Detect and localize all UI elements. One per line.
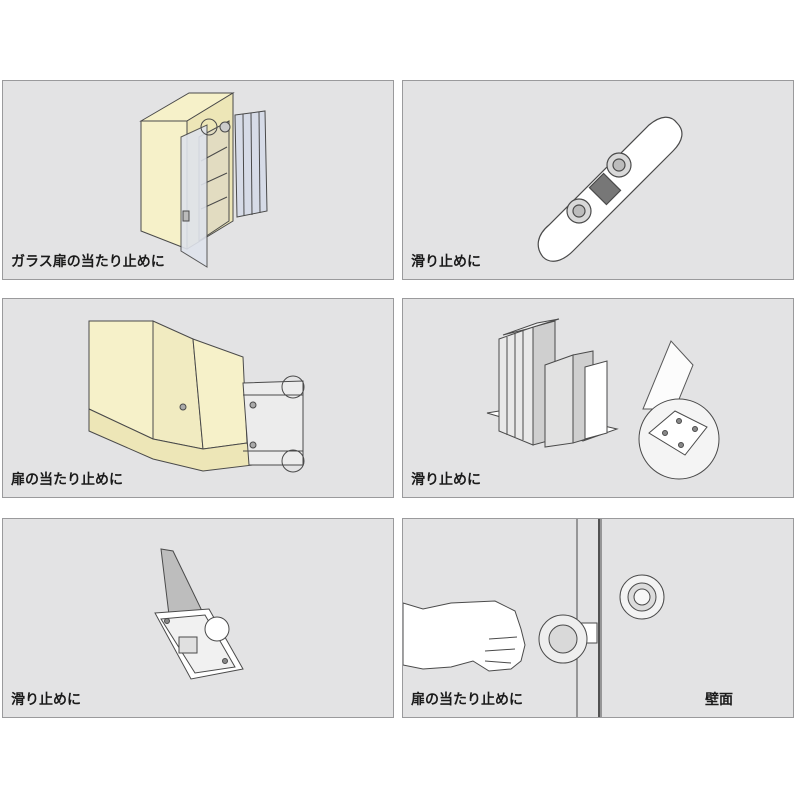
- panel-snowboard: 滑り止めに: [402, 80, 794, 280]
- panel-doorknob: 扉の当たり止めに 壁面: [402, 518, 794, 718]
- panel-bookend: 滑り止めに: [402, 298, 794, 498]
- caption-glass-door: ガラス扉の当たり止めに: [11, 254, 165, 270]
- caption-doorknob: 扉の当たり止めに: [411, 692, 523, 708]
- tilted-bookend-illustration: [154, 548, 244, 680]
- bookend-illustration: [486, 318, 720, 480]
- caption-bookend-base: 滑り止めに: [11, 692, 81, 708]
- hand-doorknob-illustration: [403, 519, 665, 717]
- caption-door-stop: 扉の当たり止めに: [11, 472, 123, 488]
- caption-bookend: 滑り止めに: [411, 472, 481, 488]
- panel-glass-door: ガラス扉の当たり止めに: [2, 80, 394, 280]
- panel-door-stop: 扉の当たり止めに: [2, 298, 394, 498]
- snowboard-illustration: [537, 116, 683, 262]
- panel-bookend-base: 滑り止めに: [2, 518, 394, 718]
- caption-snowboard: 滑り止めに: [411, 254, 481, 270]
- folding-door-illustration: [88, 320, 305, 473]
- cabinet-illustration: [139, 92, 268, 268]
- caption-wall: 壁面: [705, 692, 733, 708]
